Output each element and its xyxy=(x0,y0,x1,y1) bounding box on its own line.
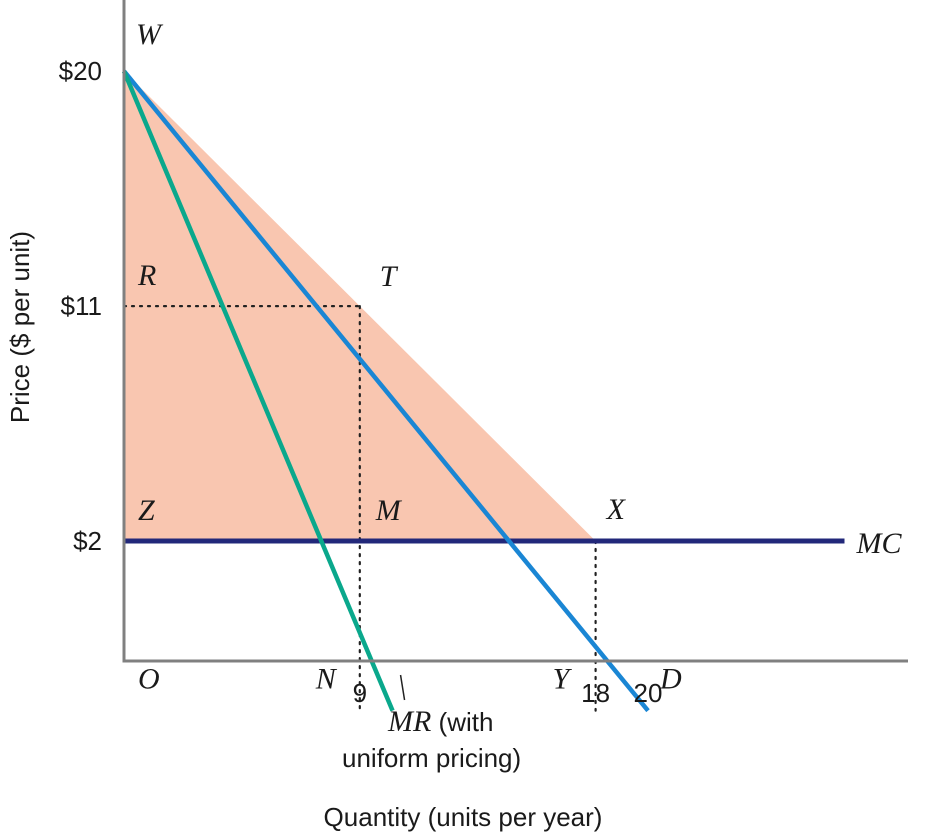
point-label-y: Y xyxy=(553,663,573,696)
point-label-w: W xyxy=(136,18,164,51)
point-label-x: X xyxy=(606,493,627,526)
y-tick-label: $11 xyxy=(61,291,102,321)
consumer-surplus-region xyxy=(124,71,596,541)
point-label-n: N xyxy=(315,663,338,696)
y-tick-label: $20 xyxy=(59,56,102,86)
x-tick-label: 18 xyxy=(581,678,610,708)
point-label-mc: MC xyxy=(856,527,903,560)
point-label-t: T xyxy=(380,260,399,293)
curves xyxy=(121,69,845,713)
mr-callout-leader xyxy=(399,674,406,701)
y-axis-title: Price ($ per unit) xyxy=(5,231,35,423)
point-label-o: O xyxy=(138,663,160,696)
mr-curve xyxy=(121,70,395,712)
point-label-r: R xyxy=(137,259,156,292)
y-tick-label: $2 xyxy=(73,526,102,556)
point-label-m: M xyxy=(375,494,403,527)
point-label-z: Z xyxy=(138,494,155,527)
mr-callout-line2: uniform pricing) xyxy=(342,743,521,773)
reference-lines xyxy=(122,305,597,712)
x-tick-label: 9 xyxy=(353,678,367,708)
point-label-d: D xyxy=(659,663,682,696)
x-tick-label: 20 xyxy=(634,678,663,708)
mr-callout-line1: MR (with xyxy=(387,705,493,738)
x-axis-title: Quantity (units per year) xyxy=(324,802,603,832)
d-curve xyxy=(122,69,650,713)
labels: W R T Z M X O N Y D MC MR (with uniform pricing) xyxy=(136,18,902,773)
